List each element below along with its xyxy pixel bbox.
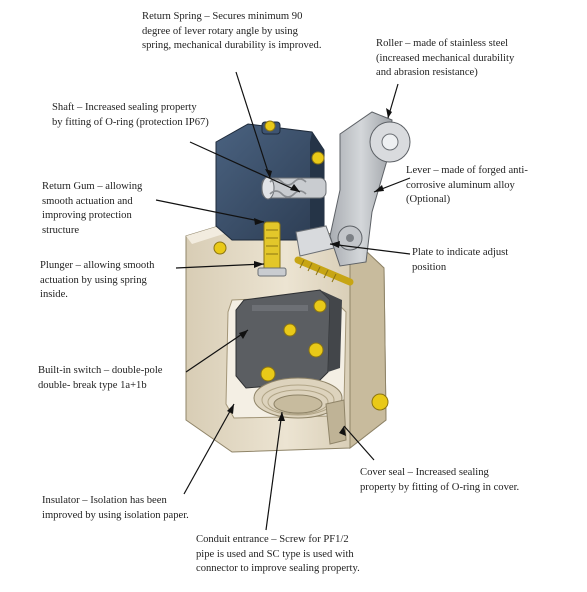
leader-return-spring: [235, 71, 271, 179]
plunger: [257, 221, 287, 277]
screws: [213, 120, 389, 411]
leader-return-gum: [155, 199, 265, 223]
arrowhead-plunger: [254, 261, 264, 268]
label-plunger: Plunger – allowing smooth actuation by u…: [40, 260, 155, 300]
leader-arrowheads: [227, 108, 392, 436]
conduit-entrance: [253, 377, 343, 419]
arrowhead-return-spring: [265, 169, 272, 178]
leader-builtin-switch: [185, 329, 249, 373]
label-roller: Roller – made of stainless steel (increa…: [376, 38, 515, 78]
return-spring: [269, 178, 307, 198]
arrowhead-builtin-switch: [239, 330, 248, 339]
leader-cover-seal: [343, 425, 375, 461]
leader-plunger: [175, 263, 265, 269]
arrowhead-insulator: [227, 404, 234, 414]
label-shaft: Shaft – Increased sealing property by fi…: [52, 102, 209, 128]
label-insulator: Insulator – Isolation has been improved …: [42, 495, 189, 521]
leader-insulator: [183, 403, 235, 495]
arrowhead-shaft: [290, 184, 300, 192]
arrowhead-lever: [374, 185, 384, 192]
label-plate: Plate to indicate adjust position: [412, 247, 509, 273]
label-lever: Lever – made of forged anti- corrosive a…: [406, 165, 528, 205]
leader-shaft: [189, 141, 301, 193]
arrowhead-roller: [386, 108, 392, 118]
label-return-gum: Return Gum – allowing smooth actuation a…: [42, 181, 143, 236]
label-return-spring: Return Spring – Secures minimum 90 degre…: [142, 11, 322, 51]
arrowhead-plate: [330, 241, 340, 248]
leader-plate: [329, 243, 411, 255]
label-cover-seal: Cover seal – Increased sealing property …: [360, 467, 520, 493]
leader-conduit: [265, 411, 283, 531]
arrowhead-return-gum: [254, 218, 264, 225]
roller: [369, 121, 411, 163]
cover-seal: [325, 399, 347, 445]
long-screw: [294, 256, 354, 286]
label-builtin-switch: Built‑in switch – double‑pole double‑ br…: [38, 365, 163, 391]
label-conduit-entrance: Conduit entrance – Screw for PF1/2 pipe …: [196, 534, 360, 574]
leader-lines: [155, 71, 411, 531]
arrowhead-conduit: [278, 412, 285, 421]
arrowhead-cover-seal: [339, 426, 346, 436]
